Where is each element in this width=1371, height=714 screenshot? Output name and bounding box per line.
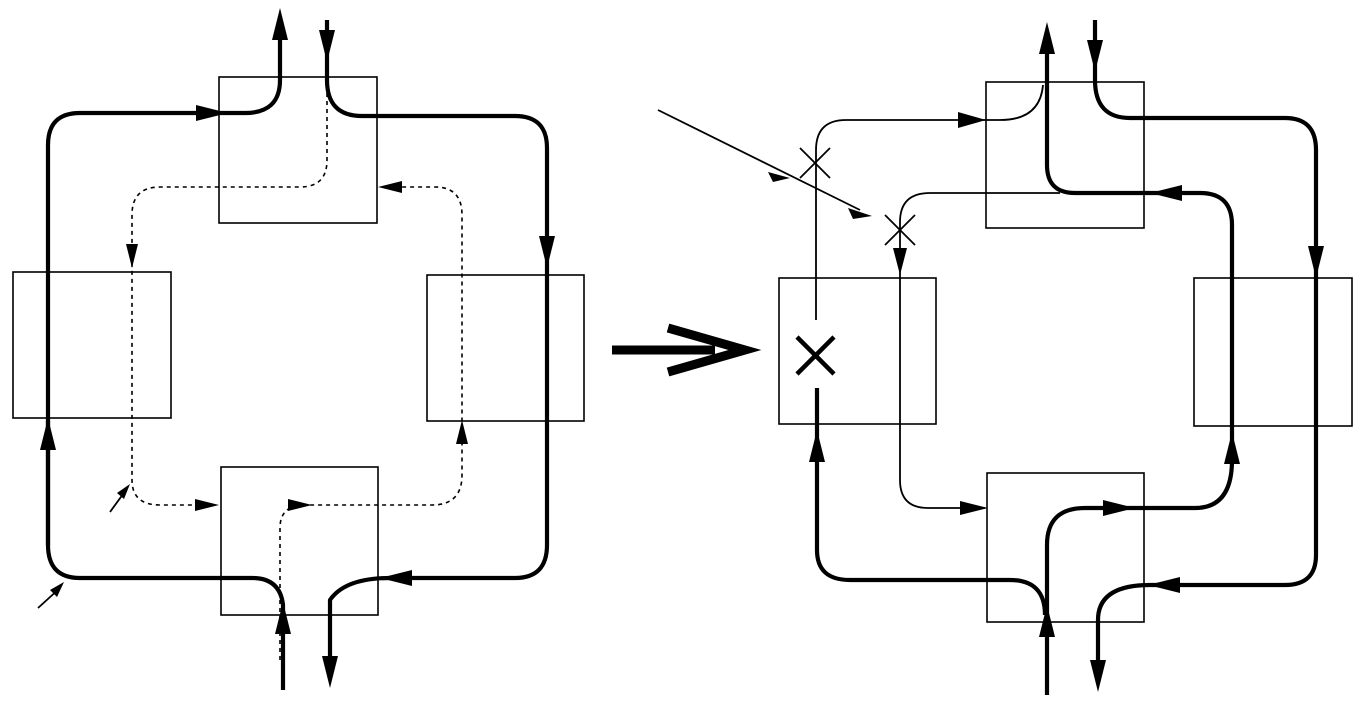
node-bottom-box bbox=[220, 466, 379, 616]
arrow-icon-dash-top bbox=[378, 181, 402, 193]
thin-path-top bbox=[815, 84, 1044, 320]
arrow-icon-bottom-in bbox=[275, 602, 291, 634]
node-left-box-after bbox=[778, 277, 937, 425]
cross-icon-cut-1b bbox=[799, 147, 831, 179]
arrow-icon-bottom-ring-after bbox=[1148, 577, 1180, 593]
node-right-box-after bbox=[1193, 277, 1353, 427]
thick-ring-left-bottom bbox=[45, 420, 286, 690]
arrow-icon-transition bbox=[666, 323, 762, 377]
arrow-icon-top-ring bbox=[196, 105, 228, 121]
arrow-icon-dash-inner bbox=[288, 499, 312, 511]
arrow-icon-top-out bbox=[272, 8, 288, 40]
thick-ring-path bbox=[45, 110, 219, 545]
thick-ring-top-entry bbox=[324, 20, 550, 670]
arrow-icon-bottom-loop-after bbox=[1103, 500, 1135, 516]
dashed-ring-bottom bbox=[279, 186, 463, 660]
dashed-ring-path bbox=[131, 85, 328, 506]
node-bottom-box-after bbox=[986, 472, 1145, 623]
arrow-icon-top-out-after bbox=[1039, 22, 1055, 54]
node-top-box-after bbox=[985, 81, 1145, 229]
arrow-icon-top-in-after bbox=[1087, 40, 1103, 72]
arrow-icon-top-loop-after bbox=[1150, 185, 1182, 201]
arrow-icon-bottom-out bbox=[322, 656, 338, 688]
panel-before bbox=[12, 8, 585, 690]
arrow-icon-left-ring bbox=[40, 418, 56, 450]
node-top-box bbox=[218, 76, 378, 224]
panel-after bbox=[657, 20, 1353, 695]
transition-arrow bbox=[612, 323, 762, 377]
arrow-icon-right-down-after bbox=[1308, 246, 1324, 278]
pointer-line bbox=[657, 109, 861, 211]
arrow-icon-pointer-thick bbox=[50, 582, 64, 597]
cross-icon-failed-b bbox=[795, 335, 836, 376]
arrow-icon-top-in bbox=[319, 30, 335, 62]
arrow-icon-thin-bottom-after bbox=[960, 501, 988, 515]
arrow-icon-bottom-in-after bbox=[1039, 605, 1055, 637]
node-right-box bbox=[426, 274, 585, 422]
arrow-icon-dash-left bbox=[126, 244, 138, 268]
thin-path-inner bbox=[899, 192, 1060, 509]
arrow-icon-right-up-after bbox=[1224, 432, 1240, 464]
arrow-icon-pointer-2 bbox=[848, 208, 872, 219]
cross-icon-cut-2b bbox=[884, 214, 916, 246]
arrow-icon-right-ring bbox=[539, 236, 555, 268]
arrow-icon-dash-right bbox=[456, 420, 468, 444]
arrow-icon-thin-down-after bbox=[893, 248, 907, 275]
arrow-icon-pointer-dash bbox=[117, 484, 130, 499]
thick-ring-top-right bbox=[219, 30, 283, 116]
arrow-icon-bottom-out-after bbox=[1090, 660, 1106, 692]
node-left-box bbox=[12, 271, 172, 419]
arrow-icon-pointer-1 bbox=[768, 172, 790, 182]
arrow-icon-thin-top-after bbox=[958, 112, 986, 128]
thick-path-top-loop bbox=[1044, 40, 1235, 695]
arrow-icon-left-up-after bbox=[809, 430, 825, 462]
thick-path-top-in bbox=[1092, 20, 1319, 680]
thick-path-bottom-loop bbox=[814, 388, 1048, 616]
arrow-icon-bottom-ring bbox=[380, 570, 412, 586]
arrow-icon-dash-bottom bbox=[195, 499, 219, 511]
